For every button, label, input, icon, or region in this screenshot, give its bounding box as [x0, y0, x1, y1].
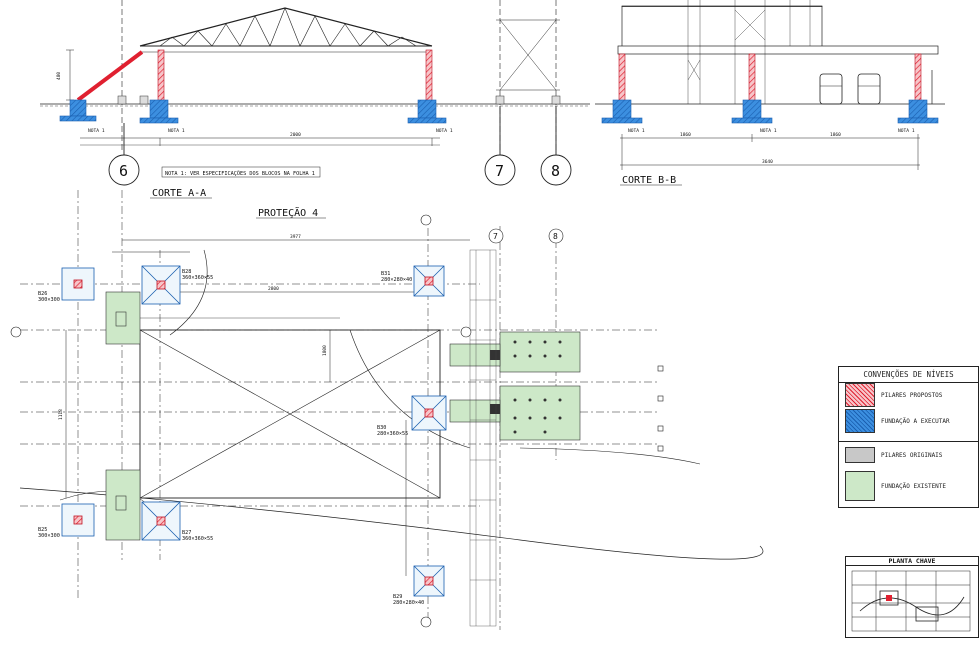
key-plan: PLANTA CHAVE [845, 556, 979, 638]
legend-label: FUNDAÇÃO EXISTENTE [881, 482, 947, 490]
grid-label-7: 7 [495, 162, 504, 180]
pier-b28-size: 360×360×55 [182, 275, 213, 281]
nota-tag-1: NOTA 1 [88, 128, 105, 134]
pier-b30 [411, 395, 447, 431]
pier-b31-id: B31 [381, 271, 390, 277]
pier-b29 [413, 565, 445, 597]
legend-swatch-grey [845, 447, 875, 463]
grid-bubbles [108, 106, 572, 186]
nota-tag-6: NOTA 1 [898, 128, 915, 134]
pier-b30-size: 280×360×55 [377, 431, 408, 437]
pier-b25-size: 300×300 [38, 533, 60, 539]
plan-lines [19, 190, 764, 630]
pier-b26-size: 300×300 [38, 297, 60, 303]
key-plan-sketch [851, 570, 971, 632]
pier-b30-id: B30 [377, 425, 386, 431]
dim-bb-right: 1860 [830, 132, 841, 138]
pier-b26-id: B26 [38, 291, 47, 297]
existing-foundations [105, 291, 581, 541]
protecao-title: PROTEÇÃO 4 [258, 206, 318, 219]
plan-grid-label-8: 8 [553, 232, 558, 241]
dim-aa-left: 480 [56, 72, 62, 80]
legend-item-existing-foundation: FUNDAÇÃO EXISTENTE [845, 471, 946, 501]
dim-bb-total: 3640 [762, 159, 773, 165]
truss-web [159, 7, 417, 47]
legend-label: PILARES ORIGINAIS [881, 451, 943, 459]
dim-plan-left: 1800 [322, 345, 328, 356]
pier-b31-size: 280×280×40 [381, 277, 412, 283]
grid-label-6: 6 [119, 162, 128, 180]
foundations-aa [59, 99, 447, 124]
proposed-columns-bb [618, 53, 922, 103]
tower-strip [469, 249, 497, 627]
plan-piers [61, 265, 447, 597]
plan-markers [10, 214, 664, 628]
dim-plan-top: 3977 [290, 234, 301, 240]
section-title-aa: CORTE A-A [152, 188, 206, 199]
dim-plan-inner: 2800 [268, 286, 279, 292]
legend-item-original-columns: PILARES ORIGINAIS [845, 447, 942, 463]
proposed-columns-aa [76, 49, 433, 103]
pier-b25 [61, 503, 95, 537]
legend-swatch-blue [845, 409, 875, 433]
pier-b31 [413, 265, 445, 297]
corte-aa-section [40, 0, 590, 150]
nota-tag-2: NOTA 1 [168, 128, 185, 134]
grey-pedestals-aa [117, 95, 561, 105]
legend-item-foundation-to-execute: FUNDAÇÃO A EXECUTAR [845, 409, 950, 433]
pier-b28-id: B28 [182, 269, 191, 275]
pier-b29-size: 280×280×40 [393, 600, 424, 606]
nota-tag-5: NOTA 1 [760, 128, 777, 134]
legend-swatch-red [845, 383, 875, 407]
legend-title: CONVENÇÕES DE NÍVEIS [839, 370, 978, 383]
plan-grid-label-7: 7 [493, 232, 498, 241]
labels: CORTE A-A CORTE B-B PROTEÇÃO 4 NOTA 1: V… [38, 72, 915, 606]
pier-b29-id: B29 [393, 594, 402, 600]
legend-label: FUNDAÇÃO A EXECUTAR [881, 417, 950, 425]
dim-aa-span: 2000 [290, 132, 301, 138]
dim-plan-v: 1118 [58, 409, 64, 420]
pier-b28 [141, 265, 181, 305]
key-plan-title: PLANTA CHAVE [846, 557, 978, 566]
pier-b26 [61, 267, 95, 301]
pier-b27-id: B27 [182, 530, 191, 536]
existing-foundation-dots [115, 311, 562, 511]
legend-item-proposed-columns: PILARES PROPOSTOS [845, 383, 942, 407]
legend-divider [839, 441, 978, 442]
foundations-bb [601, 99, 939, 124]
pier-b25-id: B25 [38, 527, 47, 533]
pier-b27 [141, 501, 181, 541]
grid-label-8: 8 [551, 162, 560, 180]
note-text: NOTA 1: VER ESPECIFICAÇÕES DOS BLOCOS NA… [165, 170, 315, 177]
legend-swatch-green [845, 471, 875, 501]
nota-tag-3: NOTA 1 [436, 128, 453, 134]
legend-label: PILARES PROPOSTOS [881, 391, 943, 399]
levels-legend: CONVENÇÕES DE NÍVEIS PILARES PROPOSTOS F… [838, 366, 979, 508]
pier-b27-size: 360×360×55 [182, 536, 213, 542]
nota-tag-4: NOTA 1 [628, 128, 645, 134]
section-title-bb: CORTE B-B [622, 175, 676, 186]
dim-bb-left: 1860 [680, 132, 691, 138]
corte-bb-section [595, 0, 945, 170]
